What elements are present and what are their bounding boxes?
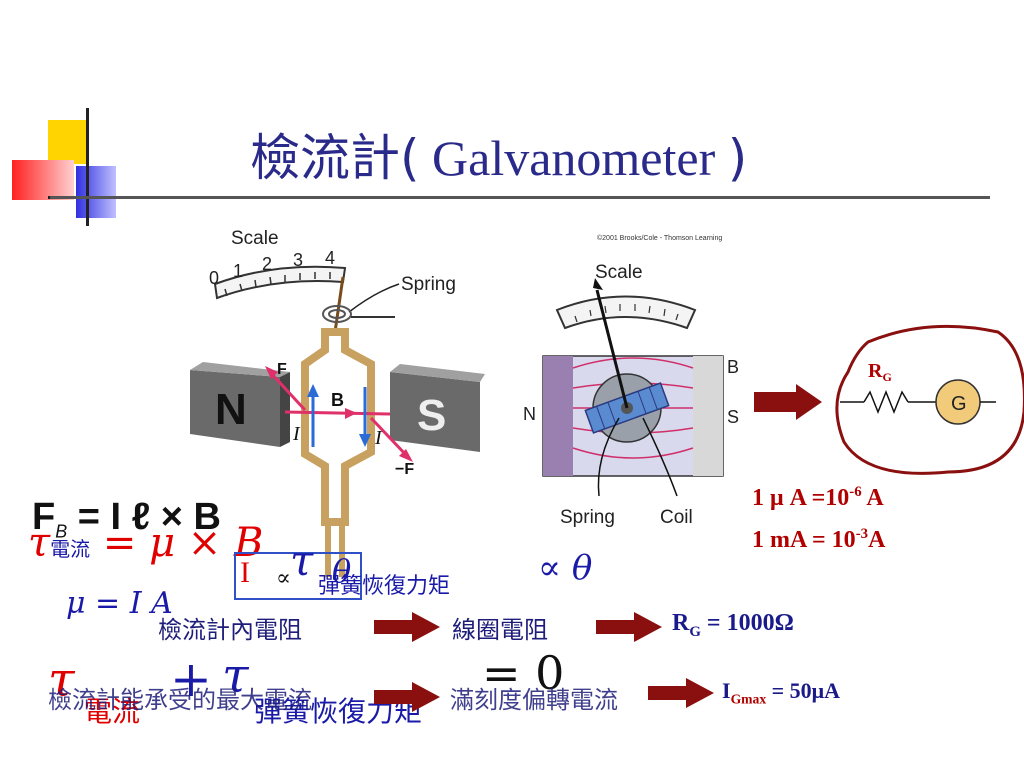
current-left-label: I xyxy=(292,423,301,445)
proportional-box xyxy=(234,552,362,600)
decor-vertical-line xyxy=(86,108,89,226)
sum-tau-2: τ xyxy=(222,648,249,704)
right-coil-label: Coil xyxy=(660,507,693,528)
decor-yellow-square xyxy=(48,120,88,164)
proportional-symbol: ∝ xyxy=(276,566,291,591)
spring-torque-label: 彈簧恢復力矩 xyxy=(318,574,451,599)
internal-resistance-label: 檢流計內電阻 xyxy=(158,616,302,644)
coil-resistance-label: 線圈電阻 xyxy=(452,616,548,644)
current-right-label: I xyxy=(374,427,383,449)
micro-amp-conversion: 1 μ A =10-6 A xyxy=(752,484,884,511)
sum-sub-current: 電流 xyxy=(84,695,141,728)
tick-label: 2 xyxy=(262,254,272,274)
force-bottom-label: −F xyxy=(395,461,414,478)
proportional-right: ∝ θ xyxy=(538,548,593,588)
left-scale-label: Scale xyxy=(231,228,279,249)
meter-label: G xyxy=(951,393,967,415)
lorentz-force-formula: FB = I ℓ × B xyxy=(32,496,221,542)
max-current-label: 檢流計能承受的最大電流 xyxy=(48,686,312,714)
galvanometer-diagram-right: ©2001 Brooks/Cole - Thomson Learning Sca… xyxy=(523,234,739,528)
tick-label: 3 xyxy=(293,250,303,270)
page-title: 檢流計( Galvanometer ) xyxy=(250,129,748,187)
magnet-n-label: N xyxy=(215,385,247,434)
sum-equals-zero: = 0 xyxy=(482,646,565,700)
decor-red-square xyxy=(12,160,74,200)
proportional-tau: τ xyxy=(290,536,314,585)
circuit-diagram: G RG xyxy=(835,324,1024,475)
magnet-s-label: S xyxy=(417,391,446,440)
torque-formula: τ電流 = μ × B xyxy=(28,520,264,566)
right-spring-label: Spring xyxy=(560,507,615,528)
right-scale-label: Scale xyxy=(595,262,643,283)
arrow-right-icon xyxy=(374,612,440,642)
rg-value: RG = 1000Ω xyxy=(672,610,794,640)
right-pole-n-label: N xyxy=(523,404,536,424)
proportional-current: I xyxy=(240,556,250,589)
milli-amp-conversion: 1 mA = 10-3A xyxy=(752,526,886,553)
tick-label: 1 xyxy=(233,261,243,281)
decor-blue-square xyxy=(76,166,116,218)
arrow-right-icon xyxy=(648,678,714,708)
ig-max-value: IGmax = 50μA xyxy=(722,678,841,707)
right-pole-s-label: S xyxy=(727,407,739,427)
magnetic-moment-formula: μ = I A xyxy=(66,586,173,621)
arrow-right-icon xyxy=(596,612,662,642)
right-field-label: B xyxy=(727,357,739,377)
tick-label: 0 xyxy=(209,268,219,288)
left-field-label: B xyxy=(331,390,344,410)
title-underline xyxy=(50,196,990,199)
proportional-theta: θ xyxy=(332,552,352,590)
sum-plus: + xyxy=(170,650,212,708)
arrow-right-icon xyxy=(374,682,440,712)
resistor-label: RG xyxy=(868,360,892,384)
arrow-to-circuit-icon xyxy=(754,384,822,420)
sum-tau-1: τ xyxy=(48,652,75,708)
left-spring-label: Spring xyxy=(401,274,456,295)
copyright-text: ©2001 Brooks/Cole - Thomson Learning xyxy=(597,234,722,242)
galvanometer-diagram-left: Scale 0 1 2 3 4 Spring N S B F −F I I xyxy=(190,228,485,577)
full-scale-label: 滿刻度偏轉電流 xyxy=(450,686,618,714)
tick-label: 4 xyxy=(325,248,335,268)
force-top-label: F xyxy=(277,361,287,378)
